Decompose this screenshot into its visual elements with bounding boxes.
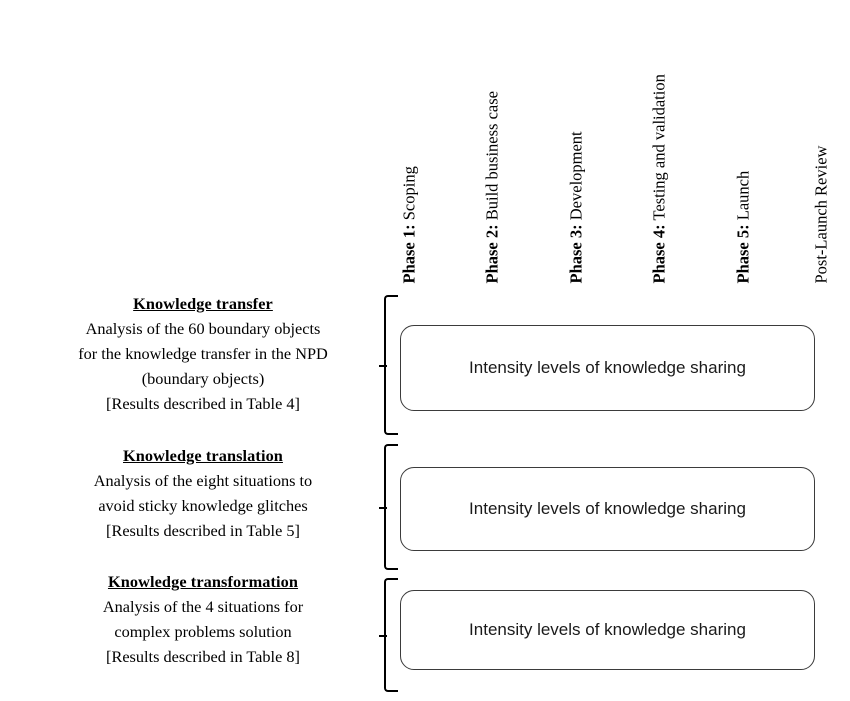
column-header-phase-5-label: Launch [733, 170, 753, 224]
column-header-phase-4: Phase 4: Testing and validation [650, 74, 669, 283]
column-header-phase-1: Phase 1: Scoping [400, 166, 419, 283]
row-title-knowledge-transfer: Knowledge transfer [133, 294, 273, 313]
intensity-box-knowledge-transformation: Intensity levels of knowledge sharing [400, 590, 815, 670]
intensity-box-knowledge-translation: Intensity levels of knowledge sharing [400, 467, 815, 551]
column-header-phase-2-label: Build business case [482, 90, 502, 224]
column-header-phase-1-label: Scoping [399, 165, 419, 224]
bracket-tick-icon [379, 507, 387, 509]
row-description-line: Analysis of the 4 situations for [102, 597, 304, 616]
group-bracket-knowledge-transformation [379, 578, 398, 692]
column-header-phase-4-prefix: Phase 4: [649, 223, 669, 283]
column-header-phase-3-prefix: Phase 3: [566, 223, 586, 283]
column-header-post-launch-review-label: Post-Launch Review [811, 145, 831, 283]
row-title-knowledge-translation: Knowledge translation [123, 446, 283, 465]
column-header-phase-2-prefix: Phase 2: [482, 223, 502, 283]
column-header-phase-3: Phase 3: Development [567, 131, 586, 283]
column-header-phase-3-label: Development [566, 130, 586, 224]
row-description-line: for the knowledge transfer in the NPD [78, 344, 328, 363]
row-description-knowledge-transfer: Knowledge transfer Analysis of the 60 bo… [38, 291, 368, 416]
bracket-tick-icon [379, 365, 387, 367]
intensity-box-label: Intensity levels of knowledge sharing [469, 358, 746, 377]
column-header-phase-5: Phase 5: Launch [734, 170, 753, 283]
row-description-line: Analysis of the eight situations to [93, 471, 313, 490]
row-description-line: [Results described in Table 4] [106, 394, 300, 413]
intensity-box-label: Intensity levels of knowledge sharing [469, 499, 746, 518]
row-description-knowledge-translation: Knowledge translation Analysis of the ei… [38, 443, 368, 543]
row-description-line: complex problems solution [114, 622, 292, 641]
row-description-line: [Results described in Table 8] [106, 647, 300, 666]
row-description-line: [Results described in Table 5] [106, 521, 300, 540]
group-bracket-knowledge-translation [379, 444, 398, 570]
group-bracket-knowledge-transfer [379, 295, 398, 435]
row-description-line: (boundary objects) [141, 369, 265, 388]
intensity-box-knowledge-transfer: Intensity levels of knowledge sharing [400, 325, 815, 411]
column-header-phase-5-prefix: Phase 5: [733, 223, 753, 283]
column-header-phase-4-label: Testing and validation [649, 73, 669, 224]
row-title-knowledge-transformation: Knowledge transformation [107, 572, 299, 591]
column-header-post-launch-review: Post-Launch Review [812, 145, 831, 283]
row-description-line: Analysis of the 60 boundary objects [85, 319, 321, 338]
row-description-knowledge-transformation: Knowledge transformation Analysis of the… [38, 569, 368, 669]
column-header-phase-2: Phase 2: Build business case [483, 91, 502, 284]
row-description-line: avoid sticky knowledge glitches [98, 496, 308, 515]
bracket-tick-icon [379, 635, 387, 637]
intensity-box-label: Intensity levels of knowledge sharing [469, 620, 746, 639]
column-header-phase-1-prefix: Phase 1: [399, 223, 419, 283]
